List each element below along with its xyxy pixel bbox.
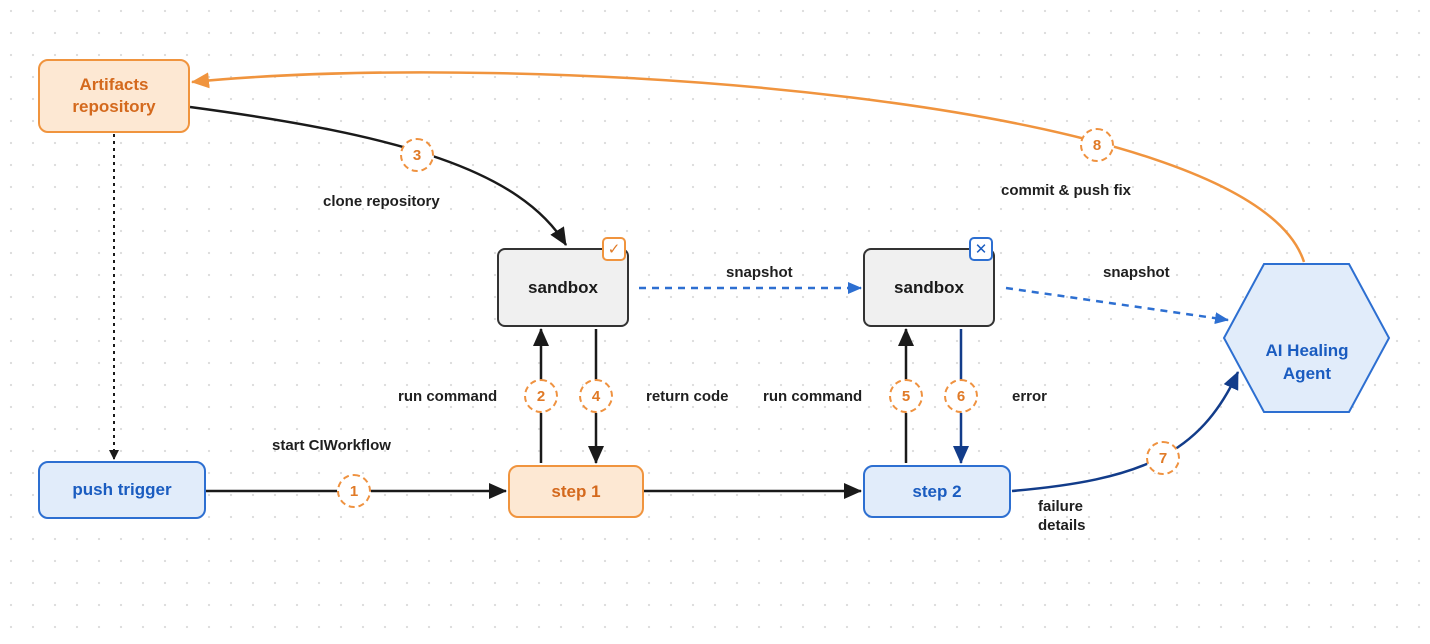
step-2-node[interactable]: step 2 xyxy=(863,465,1011,518)
artifacts-repository-node[interactable]: Artifacts repository xyxy=(38,59,190,133)
label-return-code: return code xyxy=(646,388,729,405)
push-trigger-node[interactable]: push trigger xyxy=(38,461,206,519)
label-error: error xyxy=(1012,388,1048,405)
sandbox-1-label: sandbox xyxy=(528,277,598,297)
label-run-command-1: run command xyxy=(398,388,498,405)
arrow-clone-repository xyxy=(189,105,568,246)
success-check-icon: ✓ xyxy=(602,237,626,261)
ai-healing-agent-hexagon[interactable] xyxy=(1222,263,1391,413)
ai-healing-agent-label: AI Healing Agent xyxy=(1224,316,1390,385)
step-badge-5: 5 xyxy=(889,379,923,413)
step-badge-8: 8 xyxy=(1080,128,1114,162)
arrow-commit-push-fix xyxy=(191,71,1306,263)
error-x-glyph: ✕ xyxy=(974,241,988,258)
label-run-command-2: run command xyxy=(763,388,863,405)
label-clone-repository: clone repository xyxy=(323,193,440,210)
error-x-icon: ✕ xyxy=(969,237,993,261)
sandbox-1-node[interactable]: sandbox xyxy=(497,248,629,327)
label-start-ciworkflow: start CIWorkflow xyxy=(272,437,391,454)
step-badge-7: 7 xyxy=(1146,441,1180,475)
sandbox-2-label: sandbox xyxy=(894,277,964,297)
step-badge-1: 1 xyxy=(337,474,371,508)
step-1-label: step 1 xyxy=(551,481,601,501)
step-2-label: step 2 xyxy=(912,481,962,501)
push-trigger-label: push trigger xyxy=(72,480,172,499)
label-snapshot-2: snapshot xyxy=(1103,264,1170,281)
label-commit-push-fix: commit & push fix xyxy=(1001,182,1132,199)
label-snapshot-1: snapshot xyxy=(726,264,793,281)
step-badge-3: 3 xyxy=(400,138,434,172)
step-1-node[interactable]: step 1 xyxy=(508,465,644,518)
step-badge-2: 2 xyxy=(524,379,558,413)
step-badge-6: 6 xyxy=(944,379,978,413)
ai-healing-agent-text: AI Healing Agent xyxy=(1265,341,1349,383)
step-badge-4: 4 xyxy=(579,379,613,413)
artifacts-repository-label: Artifacts repository xyxy=(72,75,156,116)
success-check-glyph: ✓ xyxy=(607,241,621,258)
label-failure-details: failure details xyxy=(1038,498,1086,534)
arrow-snapshot-2 xyxy=(1005,286,1229,325)
sandbox-2-node[interactable]: sandbox xyxy=(863,248,995,327)
